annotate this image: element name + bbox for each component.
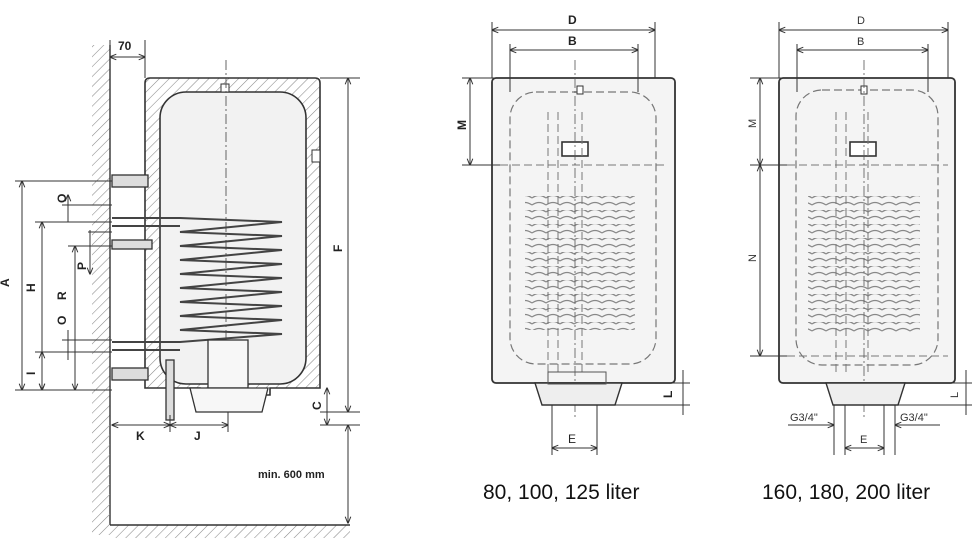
label-M: M	[455, 120, 469, 130]
label-N: N	[747, 254, 759, 262]
label-D: D	[857, 15, 865, 27]
front-view-small: D B M L E	[455, 13, 690, 455]
label-F: F	[331, 245, 345, 252]
label-I: I	[24, 372, 38, 375]
caption-large: 160, 180, 200 liter	[762, 481, 931, 504]
label-B: B	[857, 36, 864, 48]
caption-small: 80, 100, 125 liter	[483, 481, 640, 504]
label-thread-left: G3/4"	[790, 412, 818, 424]
label-H: H	[24, 283, 38, 292]
label-O-top: O	[55, 194, 69, 203]
side-view: 70 A H R I O P O F C K J min. 600 mm	[0, 39, 360, 538]
label-B: B	[568, 34, 577, 48]
label-thread-right: G3/4"	[900, 412, 928, 424]
label-O-bottom: O	[55, 316, 69, 325]
side-dimensions	[15, 40, 360, 523]
heat-exchanger-coil	[112, 217, 283, 351]
label-L: L	[661, 391, 675, 398]
label-E: E	[860, 434, 867, 446]
label-70: 70	[118, 39, 132, 53]
wall	[92, 45, 350, 538]
label-L: L	[949, 392, 961, 398]
heating-element	[189, 339, 269, 413]
label-C: C	[310, 401, 324, 410]
label-D: D	[568, 13, 577, 27]
label-K: K	[136, 429, 145, 443]
label-R: R	[55, 291, 69, 300]
side-dim-labels: 70 A H R I O P O F C K J min. 600 mm	[0, 39, 345, 481]
label-min600: min. 600 mm	[258, 469, 325, 481]
label-E: E	[568, 432, 576, 446]
label-M: M	[747, 119, 759, 128]
label-J: J	[194, 429, 201, 443]
label-P: P	[75, 262, 89, 270]
label-A: A	[0, 278, 12, 287]
front-view-large: D B M N L E G3/4" G3/4"	[747, 15, 972, 455]
